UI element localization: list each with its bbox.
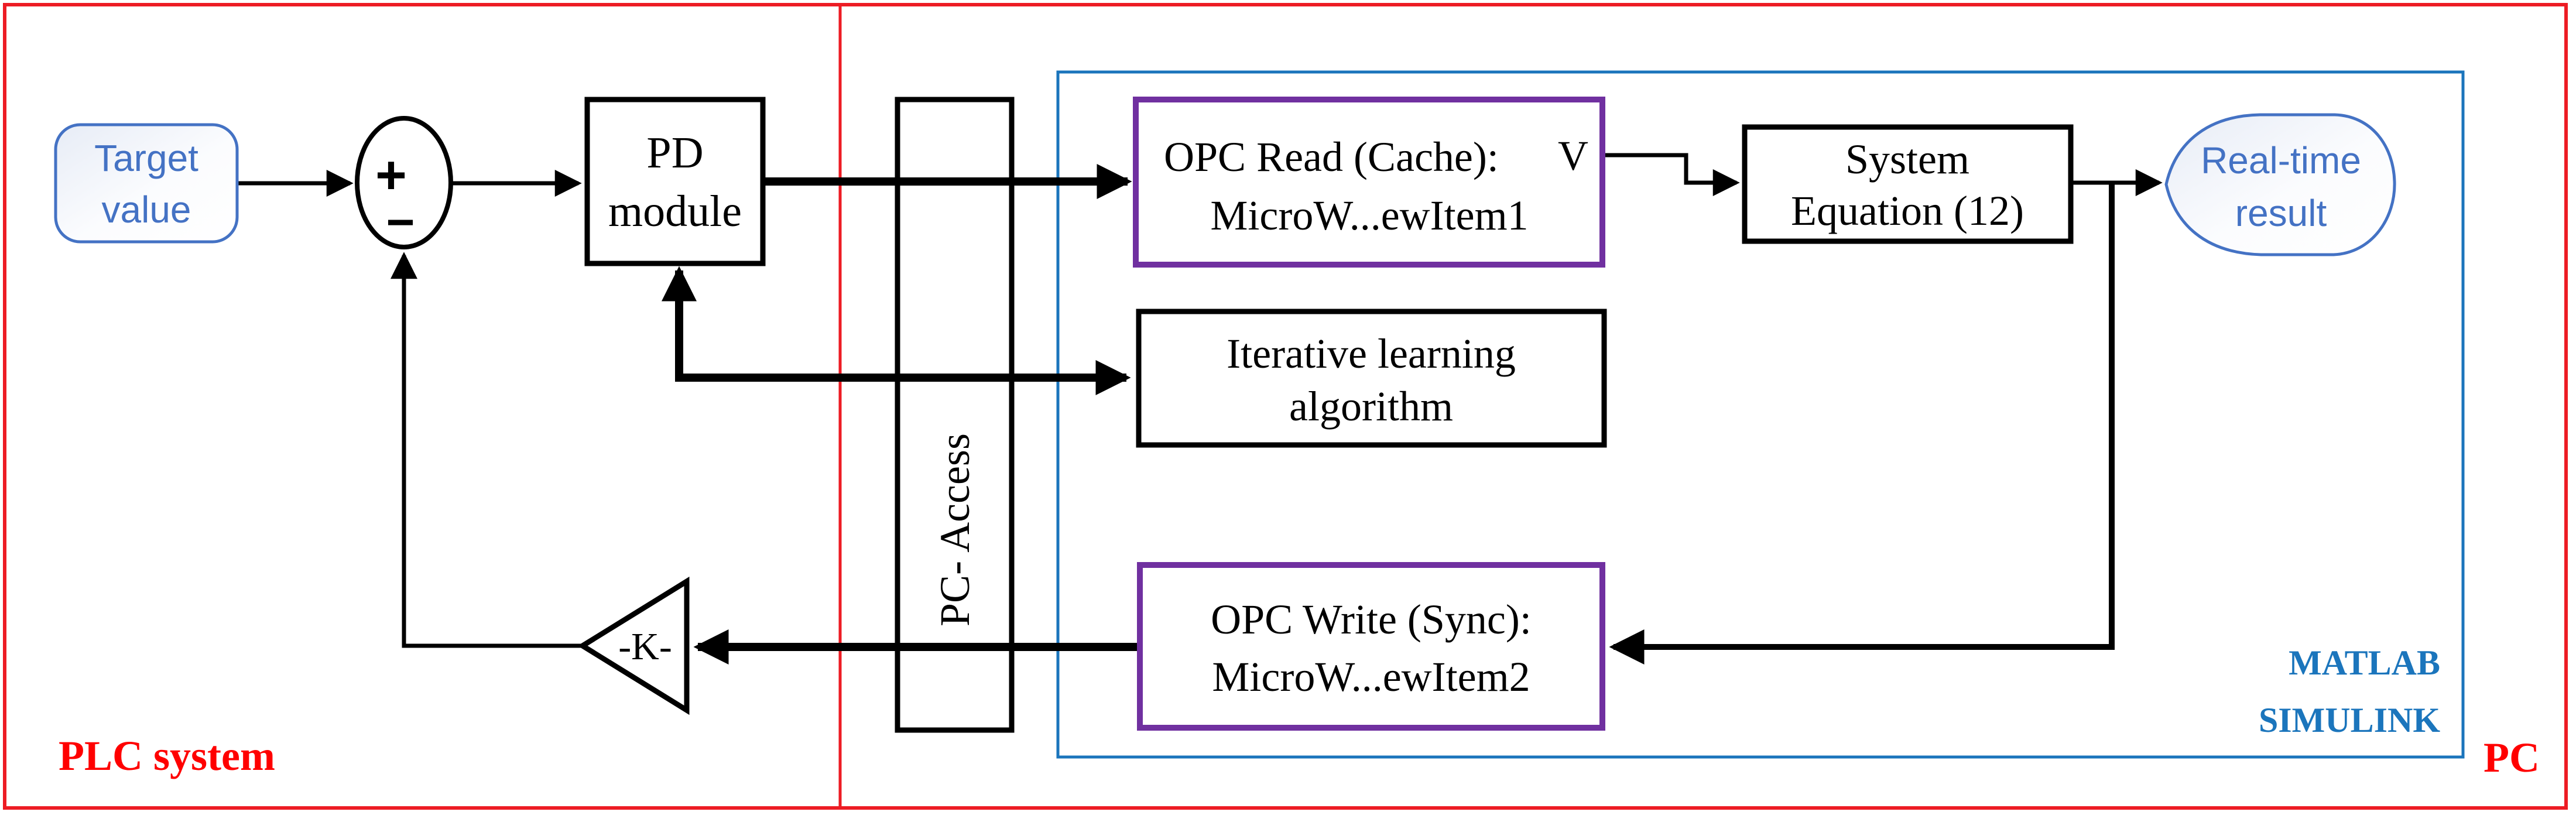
opc-write-line2: MicroW...ewItem2 bbox=[1212, 653, 1530, 700]
pd-ila-bidirectional-arrow bbox=[662, 266, 1131, 395]
pc-access-box bbox=[895, 97, 1015, 733]
opc-read-box bbox=[1133, 97, 1605, 268]
sum-minus-sign: − bbox=[386, 194, 415, 249]
iterative-learning-line1: Iterative learning bbox=[1227, 330, 1516, 377]
iterative-learning-node: Iterative learning algorithm bbox=[1136, 309, 1607, 448]
system-equation-node: System Equation (12) bbox=[1742, 124, 2074, 244]
gain-node: -K- bbox=[577, 576, 690, 715]
gain-triangle bbox=[577, 576, 690, 715]
outer-red-border bbox=[3, 3, 2568, 810]
system-equation-line1: System bbox=[1845, 136, 1969, 183]
syseq-branch-to-opc-write-arrow bbox=[1609, 183, 2115, 665]
opc-read-line2: MicroW...ewItem1 bbox=[1210, 192, 1528, 239]
sum-plus-sign: + bbox=[375, 145, 407, 205]
realtime-result-line1: Real-time bbox=[2201, 139, 2361, 181]
sum-junction-circle bbox=[355, 116, 453, 249]
pd-module-line2: module bbox=[608, 187, 742, 236]
opc-read-line1: OPC Read (Cache): bbox=[1164, 133, 1499, 180]
opc-write-line1: OPC Write (Sync): bbox=[1211, 596, 1532, 643]
gain-to-sum-feedback-arrow bbox=[390, 252, 583, 648]
gain-label: -K- bbox=[618, 625, 672, 668]
opc-write-box bbox=[1137, 562, 1605, 731]
pd-module-box bbox=[584, 97, 766, 266]
pc-label: PC bbox=[2483, 734, 2540, 781]
matlab-simulink-region-box bbox=[1056, 70, 2465, 759]
pd-module-node: PD module bbox=[584, 97, 766, 266]
matlab-label: MATLAB bbox=[2289, 643, 2440, 682]
realtime-result-node: Real-time result bbox=[2164, 113, 2396, 256]
target-value-node: Target value bbox=[54, 123, 239, 244]
target-value-line1: Target bbox=[94, 137, 198, 179]
iterative-learning-line2: algorithm bbox=[1289, 383, 1453, 430]
realtime-result-line2: result bbox=[2235, 192, 2327, 234]
target-value-line2: value bbox=[102, 189, 191, 231]
pd-module-line1: PD bbox=[646, 128, 703, 177]
opc-read-to-syseq-arrow bbox=[1605, 153, 1740, 196]
plc-system-label: PLC system bbox=[59, 732, 275, 779]
pc-access-label: PC- Access bbox=[931, 433, 978, 626]
system-equation-line2: Equation (12) bbox=[1791, 187, 2024, 234]
iterative-learning-box bbox=[1136, 309, 1607, 448]
opc-write-node: OPC Write (Sync): MicroW...ewItem2 bbox=[1137, 562, 1605, 731]
opc-read-node: OPC Read (Cache): V MicroW...ewItem1 bbox=[1133, 97, 1605, 268]
pc-access-node: PC- Access bbox=[895, 97, 1015, 733]
realtime-result-shape bbox=[2164, 113, 2396, 256]
simulink-label: SIMULINK bbox=[2259, 701, 2440, 739]
system-equation-box bbox=[1742, 124, 2074, 244]
sum-junction-node: + − bbox=[355, 116, 453, 249]
opc-read-v-label: V bbox=[1558, 132, 1588, 179]
target-value-shape bbox=[54, 123, 239, 244]
